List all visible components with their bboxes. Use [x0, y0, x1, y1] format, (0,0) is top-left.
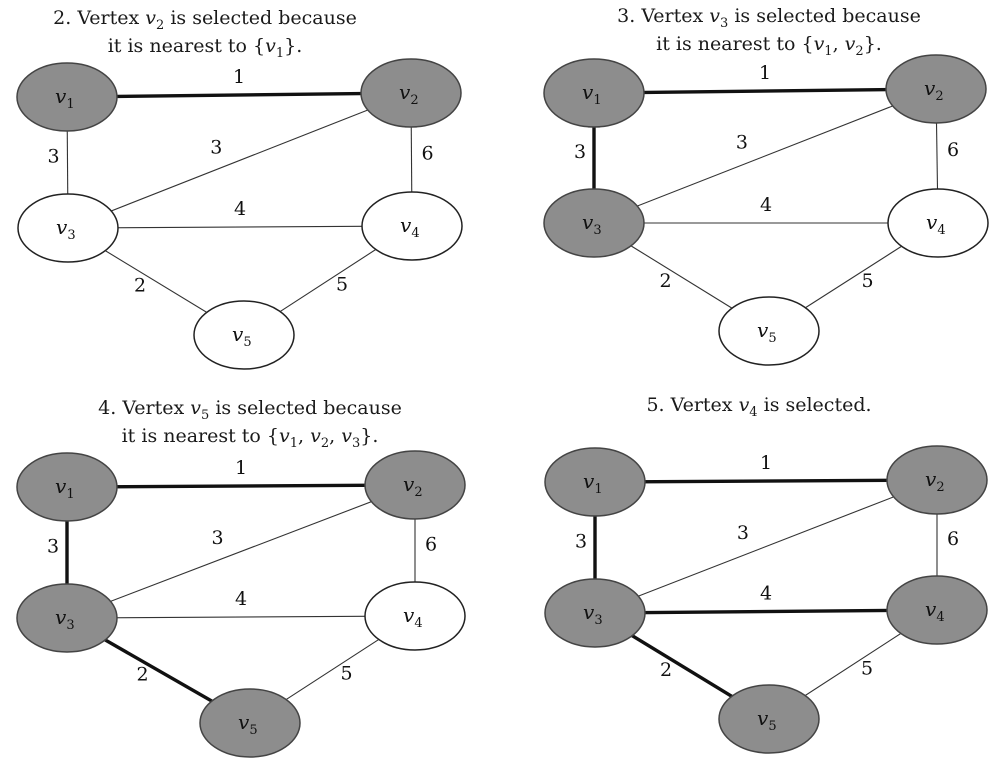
- edge-weight-v3-v5: 2: [136, 664, 148, 686]
- edge-weight-v1-v2: 1: [233, 66, 245, 88]
- edge-v2-v3: [67, 92, 412, 229]
- edge-v1-v2: [66, 483, 416, 489]
- edge-weight-v3-v4: 4: [760, 583, 772, 605]
- edge-weight-v3-v4: 4: [234, 198, 246, 220]
- node-v1: [543, 58, 645, 128]
- edge-weight-v1-v2: 1: [760, 452, 772, 474]
- edge-weight-v3-v5: 2: [134, 275, 146, 297]
- node-v2: [886, 445, 988, 515]
- edge-weight-v1-v2: 1: [235, 457, 247, 479]
- edge-weight-v2-v3: 3: [210, 136, 222, 158]
- edge-weight-v3-v5: 2: [659, 270, 671, 292]
- edge-weight-v1-v3: 3: [47, 536, 59, 558]
- caption-line-2: it is nearest to {v1}.: [107, 34, 303, 61]
- edge-weight-v4-v5: 5: [336, 274, 348, 296]
- node-v3: [16, 583, 118, 653]
- node-v4: [361, 191, 463, 261]
- panel-caption: 2. Vertex v2 is selected because it is n…: [0, 8, 410, 64]
- panel-step-3: 3. Vertex v3 is selected because it is n…: [499, 0, 998, 380]
- edge-v3-v4: [67, 225, 413, 229]
- edge-v2-v3: [593, 88, 937, 224]
- edge-v1-v2: [66, 91, 412, 99]
- edge-v1-v2: [593, 87, 937, 95]
- caption-line-2: it is nearest to {v1, v2}.: [656, 32, 882, 59]
- edge-weight-v3-v4: 4: [760, 194, 772, 216]
- node-v2: [360, 58, 462, 128]
- node-v1: [544, 447, 646, 517]
- edge-v3-v4: [594, 608, 938, 615]
- caption-line-1: 4. Vertex v5 is selected because: [98, 397, 402, 423]
- node-v1: [16, 62, 118, 132]
- panel-step-2: 2. Vertex v2 is selected because it is n…: [0, 0, 499, 380]
- edge-weight-v2-v3: 3: [212, 527, 224, 549]
- caption-line-2: it is nearest to {v1, v2, v3}.: [121, 424, 379, 451]
- node-v5: [193, 300, 295, 370]
- edge-weight-v3-v5: 2: [660, 659, 672, 681]
- edge-weight-v1-v3: 3: [47, 146, 59, 168]
- node-v4: [364, 581, 466, 651]
- node-v3: [17, 193, 119, 263]
- edge-weight-v2-v3: 3: [736, 132, 748, 154]
- edge-weight-v2-v4: 6: [425, 534, 437, 556]
- edge-weight-v4-v5: 5: [861, 658, 873, 680]
- caption-line-1: 5. Vertex v4 is selected.: [646, 394, 872, 420]
- edge-weight-v1-v3: 3: [574, 141, 586, 163]
- node-v4: [886, 575, 988, 645]
- panel-step-4: 4. Vertex v5 is selected because it is n…: [0, 380, 499, 760]
- edge-v1-v2: [594, 478, 938, 484]
- edge-weight-v2-v4: 6: [421, 143, 433, 165]
- edge-weight-v2-v3: 3: [737, 522, 749, 544]
- edge-weight-v2-v4: 6: [947, 139, 959, 161]
- edge-weight-v1-v3: 3: [575, 531, 587, 553]
- edge-weight-v2-v4: 6: [947, 528, 959, 550]
- panel-caption: 4. Vertex v5 is selected because it is n…: [40, 398, 460, 454]
- panel-caption: 3. Vertex v3 is selected because it is n…: [559, 6, 979, 62]
- node-v3: [543, 188, 645, 258]
- caption-line-1: 2. Vertex v2 is selected because: [53, 7, 357, 33]
- panel-caption: 5. Vertex v4 is selected.: [559, 395, 959, 423]
- edge-weight-v4-v5: 5: [340, 663, 352, 685]
- node-v3: [544, 578, 646, 648]
- edge-weight-v3-v4: 4: [235, 588, 247, 610]
- edge-v2-v3: [66, 484, 416, 619]
- edge-weight-v4-v5: 5: [861, 270, 873, 292]
- edge-v2-v3: [594, 479, 938, 614]
- node-v5: [718, 684, 820, 754]
- caption-line-1: 3. Vertex v3 is selected because: [617, 5, 921, 31]
- node-v4: [887, 188, 989, 258]
- node-v2: [364, 450, 466, 520]
- edge-v3-v4: [66, 615, 416, 619]
- node-v2: [885, 54, 987, 124]
- edge-weight-v1-v2: 1: [759, 62, 771, 84]
- node-v5: [718, 296, 820, 366]
- node-v5: [199, 688, 301, 758]
- node-v1: [16, 452, 118, 522]
